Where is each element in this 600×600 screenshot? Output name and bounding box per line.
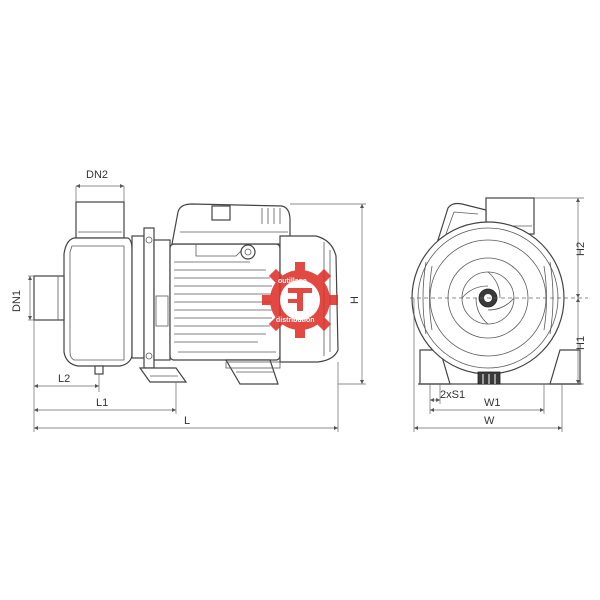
front-view [410, 197, 588, 385]
watermark-text-top: outillage [278, 278, 307, 285]
drain-plug [477, 371, 501, 385]
label-w: W [484, 415, 495, 427]
label-h2: H2 [575, 242, 587, 256]
gear-icon [262, 262, 338, 338]
label-dn2: DN2 [86, 169, 108, 181]
watermark-text-bottom: distribution [276, 317, 315, 324]
pump-casing [63, 237, 133, 375]
label-2xs1: 2xS1 [440, 389, 465, 401]
label-w1: W1 [484, 397, 501, 409]
side-view-dimensions: DN2 DN1 H L2 L1 L [11, 169, 366, 432]
watermark-logo: outillage distribution [262, 262, 338, 338]
terminal-box [171, 203, 292, 268]
motor-foot [224, 359, 281, 385]
side-view [33, 201, 339, 385]
label-dn1: DN1 [11, 290, 23, 312]
discharge-outlet [75, 201, 125, 239]
motor-body [169, 243, 281, 361]
label-l1: L1 [96, 397, 108, 409]
suction-inlet [33, 275, 65, 321]
front-view-dimensions: H2 H1 2xS1 W1 W [413, 197, 587, 432]
label-h: H [349, 296, 361, 304]
label-l2: L2 [58, 373, 70, 385]
label-h1: H1 [575, 336, 587, 350]
label-l: L [184, 415, 190, 427]
